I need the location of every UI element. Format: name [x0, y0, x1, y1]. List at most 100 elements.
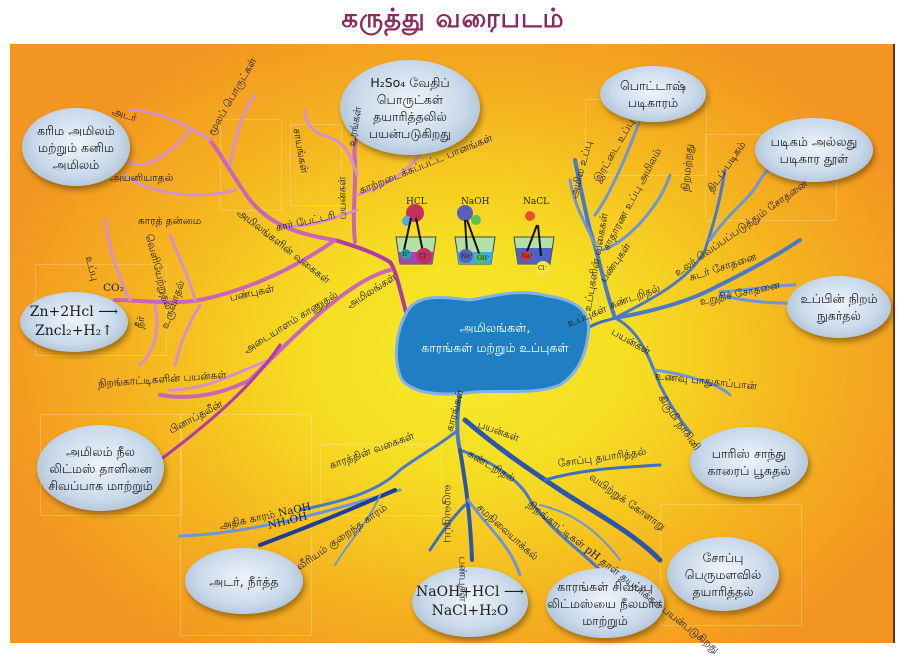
bubble-line: பயன்படுகிறது: [368, 125, 452, 141]
branch-salt-uses: [613, 316, 692, 434]
label-water[interactable]: நீர்: [133, 315, 148, 330]
grid-decoration: [660, 504, 802, 626]
ion-label: Cl⁻: [419, 253, 429, 260]
ion-label: Cl⁻: [538, 265, 548, 272]
branch-indicator-uses: [168, 358, 272, 392]
branch-salt-properties: [613, 168, 727, 320]
bubble-line: உப்பின் நிறம்: [800, 291, 878, 306]
beaker-label-naoh: NaOH: [461, 197, 490, 207]
ion-label: Na⁺: [461, 253, 473, 260]
branch-basicity: [123, 173, 237, 197]
branch-raw-material: [228, 93, 257, 167]
bubble-line: பாரிஸ் சாந்து: [711, 446, 787, 461]
branch-normal-salt: [601, 173, 672, 252]
page-title: கருத்து வரைபடம்: [341, 4, 565, 34]
bubble-line: படிகாரம்: [627, 95, 679, 110]
ion-label: H⁺: [402, 251, 411, 258]
bubble-line: பெருமளவில்: [684, 566, 762, 582]
branch-flame-test: [718, 283, 797, 294]
bubble-concentrated-dilute[interactable]: அடர், நீர்த்த: [185, 548, 303, 614]
bubble-line: அமிலம்: [52, 156, 100, 172]
bubble-line: பொட்டாஷ்: [620, 78, 686, 93]
branch-acid-properties: [113, 238, 337, 305]
bubble-crystal-powder[interactable]: படிகம் அல்லதுபடிகார தூள்: [755, 118, 873, 182]
beaker-nacl: [513, 211, 555, 275]
label-basicity[interactable]: காரத் தன்மை: [138, 215, 202, 227]
branch-acids-root: [333, 238, 408, 314]
branch-ph-paper: [539, 504, 621, 561]
center-node[interactable]: அமிலங்கள், காரங்கள் மற்றும் உப்புகள்: [395, 318, 595, 358]
bubble-line: NaCl+H₂O: [431, 603, 509, 619]
molecule-icon: [471, 215, 481, 225]
branch-water: [138, 303, 159, 367]
label-acid-uses[interactable]: பயன்கள்: [336, 176, 349, 220]
ion-label: OH⁻: [477, 255, 491, 262]
bubble-line: காரைப் பூசுதல்: [707, 463, 791, 478]
branch-formation: [173, 303, 202, 367]
bubble-line: அமிலம் நீல: [66, 443, 135, 459]
bubble-plaster-of-paris[interactable]: பாரிஸ் சாந்து காரைப் பூசுதல்: [690, 427, 808, 497]
branch-weak-base: [334, 494, 381, 566]
center-node-line: காரங்கள் மற்றும் உப்புகள்: [421, 340, 569, 355]
grid-decoration: [290, 124, 342, 206]
center-node-shape: [394, 291, 591, 396]
beaker-label-hcl: HCL: [406, 197, 427, 207]
salt-branches: [568, 118, 842, 434]
bubble-salt-colour-smell[interactable]: உப்பின் நிறம் நுகர்தல்: [787, 276, 891, 338]
bubble-line: பொருட்கள்: [376, 91, 444, 107]
bubble-line: Zn+2Hcl ⟶: [29, 304, 119, 320]
label-base-properties[interactable]: வழுவழுப்பு: [442, 484, 455, 543]
grid-decoration: [320, 444, 442, 516]
bubble-line: தயாரித்தல்: [692, 583, 754, 599]
bubble-line: காரங்கள் சிவப்பு: [557, 578, 653, 594]
branch-double-salt: [593, 118, 642, 217]
bubble-zinc-reaction[interactable]: Zn+2Hcl ⟶ Zncl₂+H₂↑: [20, 292, 128, 352]
branch-strong-base: [178, 488, 402, 538]
bubble-line: லிட்மஸ்யை நீலமாக: [547, 595, 663, 611]
branch-soap-making: [543, 463, 662, 482]
branch-ionisation: [123, 128, 192, 167]
bubble-neutralization[interactable]: NaOH+HCl ⟶ NaCl+H₂O: [412, 567, 528, 637]
bubble-line: மற்றும் கனிம: [37, 139, 115, 155]
branch-concentrated: [128, 108, 212, 142]
label-co2[interactable]: CO₂: [103, 282, 124, 294]
bubble-line: கரிம அமிலம்: [37, 122, 115, 138]
branch-phenolphthalein: [158, 343, 282, 462]
bubble-soap-large-scale[interactable]: சோப்புபெருமளவில்தயாரித்தல்: [667, 537, 779, 611]
bubble-h2so4[interactable]: H₂So₄ வேதிப்பொருட்கள்தயாரித்தலில்பயன்படு…: [340, 60, 480, 155]
beaker-naoh: [454, 205, 496, 265]
branch-acid-types: [208, 138, 337, 242]
ion-label: Na⁺: [521, 253, 533, 260]
branch-salt-identify: [613, 238, 802, 320]
label-ionisation[interactable]: அயனியாதல்: [110, 172, 174, 184]
branch-food-preservative: [653, 368, 732, 397]
label-properties[interactable]: பண்புகள்: [456, 556, 469, 602]
branch-base-types: [298, 428, 460, 512]
branch-neutralization: [466, 498, 522, 577]
branch-salt-types: [573, 158, 617, 320]
bubble-line: மாற்றும்: [582, 612, 628, 628]
bubble-line: Zncl₂+H₂↑: [35, 323, 113, 339]
base-branches: [178, 388, 663, 577]
bubble-line: படிகம் அல்லது: [770, 134, 858, 149]
bubble-line: அடர், நீர்த்த: [209, 573, 279, 589]
center-node-line: அமிலங்கள்,: [459, 320, 531, 335]
bubble-line: நுகர்தல்: [817, 308, 861, 323]
branch-fertilizer: [303, 108, 359, 177]
branch-evolution: [168, 233, 197, 302]
grid-decoration: [220, 119, 282, 211]
bubble-line: லிட்மஸ் தாளினை: [49, 460, 152, 476]
branch-base-identify: [458, 448, 602, 572]
branch-base-uses: [462, 417, 663, 563]
bubble-line: H₂So₄ வேதிப்: [370, 74, 450, 90]
molecule-icon: [457, 205, 473, 221]
bubble-potash-alum[interactable]: பொட்டாஷ் படிகாரம்: [600, 66, 706, 122]
beaker-label-nacl: NaCL: [523, 197, 550, 207]
branch-base-properties: [458, 448, 474, 562]
bubble-line: NaOH+HCl ⟶: [416, 584, 524, 600]
beaker-hcl: [395, 204, 437, 265]
